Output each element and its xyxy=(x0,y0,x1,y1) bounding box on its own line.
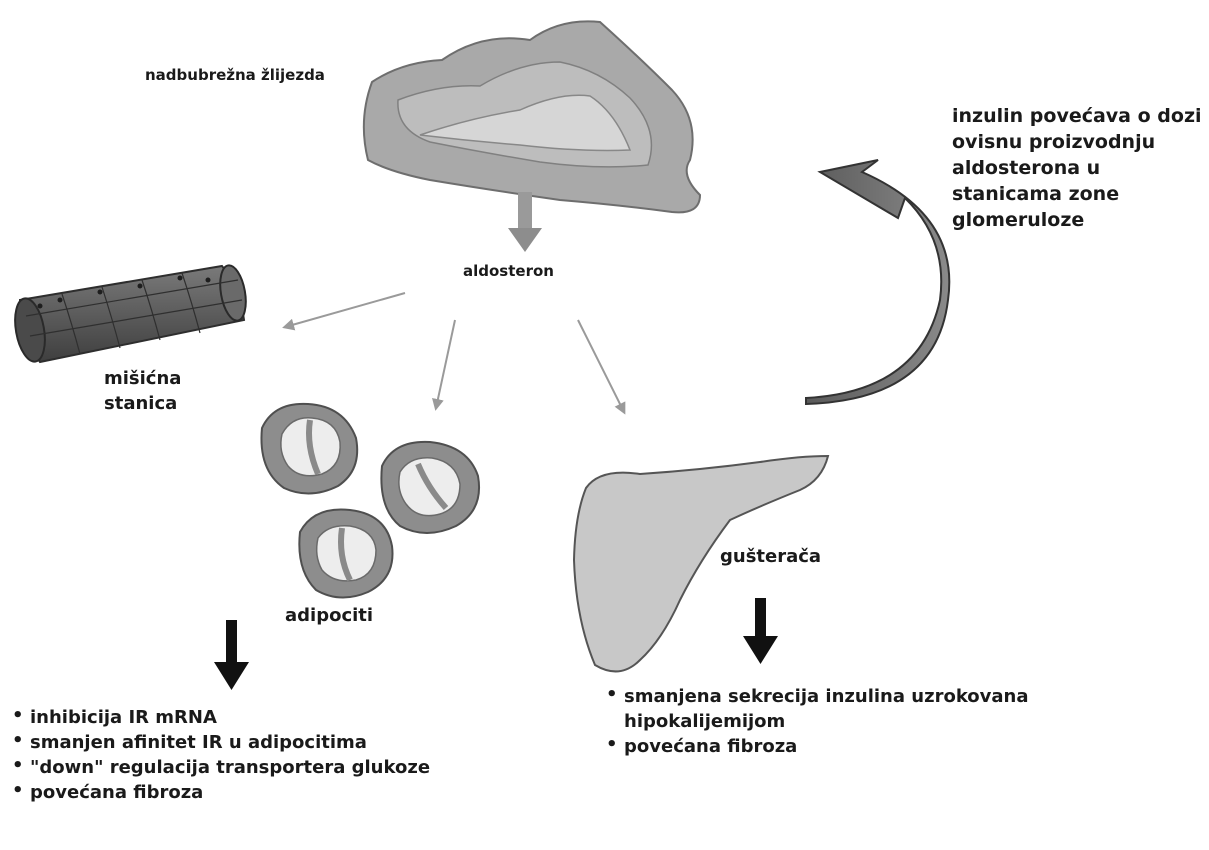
muscle-cell-label: mišićna stanica xyxy=(104,366,181,416)
arrow-to-pancreas xyxy=(578,320,624,412)
arrow-to-muscle xyxy=(285,293,405,327)
list-item: "down" regulacija transportera glukoze xyxy=(12,755,430,780)
insulin-note: inzulin povećava o dozi ovisnu proizvodn… xyxy=(952,103,1202,233)
adipocyte-3 xyxy=(299,509,392,597)
gland-to-aldosterone-arrow xyxy=(508,192,542,252)
pancreas-effects-arrow xyxy=(743,598,778,664)
insulin-feedback-arrow xyxy=(806,160,949,404)
muscle-cell-label-line2: stanica xyxy=(104,391,181,416)
muscle-cell-label-line1: mišićna xyxy=(104,366,181,391)
list-item: smanjen afinitet IR u adipocitima xyxy=(12,730,430,755)
adipocyte-1 xyxy=(261,404,357,494)
list-item: povećana fibroza xyxy=(12,780,430,805)
adrenal-gland-shape xyxy=(364,21,700,212)
list-item: povećana fibroza xyxy=(606,734,1144,759)
list-item: inhibicija IR mRNA xyxy=(12,705,430,730)
pancreas-label: gušterača xyxy=(720,544,821,569)
adrenal-gland-label: nadbubrežna žlijezda xyxy=(145,66,325,84)
arrow-to-adipocytes xyxy=(436,320,455,408)
adipocyte-effects-list: inhibicija IR mRNA smanjen afinitet IR u… xyxy=(12,705,430,805)
aldosterone-label: aldosteron xyxy=(463,262,554,280)
adipocyte-2 xyxy=(381,442,479,533)
pancreas-effects-list: smanjena sekrecija inzulina uzrokovana h… xyxy=(606,684,1144,759)
list-item: smanjena sekrecija inzulina uzrokovana h… xyxy=(606,684,1144,734)
muscle-cell-shape xyxy=(11,263,250,364)
adipocyte-effects-arrow xyxy=(214,620,249,690)
adipocytes-label: adipociti xyxy=(285,603,373,628)
